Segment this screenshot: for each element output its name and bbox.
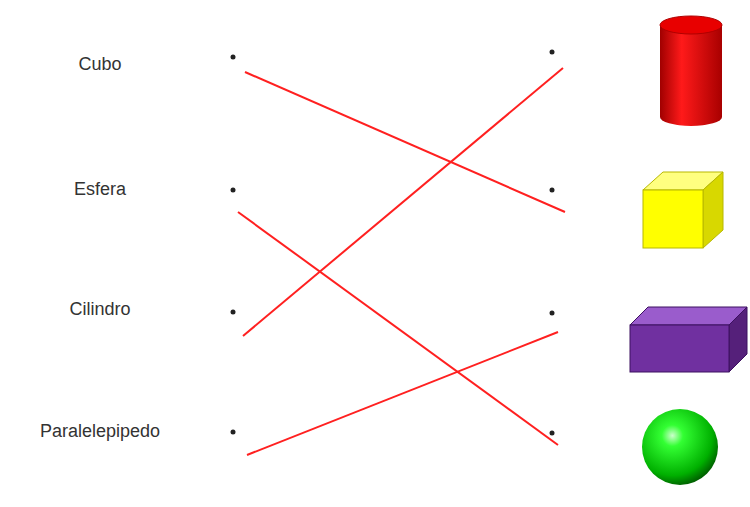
box-front [630,325,729,372]
match-lines [238,68,565,455]
match-line [238,212,558,445]
cylinder-body [660,25,722,126]
match-dot [550,188,555,193]
match-dot [550,431,555,436]
match-dot [231,188,236,193]
match-dot [231,310,236,315]
box-side [729,307,747,372]
match-line [243,68,563,336]
left-dots [231,55,236,435]
cube-figure [643,172,723,248]
cylinder-top [660,16,722,34]
match-line [245,72,565,212]
match-dot [550,311,555,316]
match-dot [231,430,236,435]
right-dots [550,50,555,436]
match-dot [550,50,555,55]
match-dot [231,55,236,60]
sphere-figure [642,409,718,485]
shape-name-label: Cubo [78,54,121,76]
match-line [247,332,558,455]
shape-name-label: Cilindro [69,299,130,321]
cylinder-figure [660,16,722,126]
shape-name-label: Esfera [74,179,126,201]
box-figure [630,307,747,372]
cube-side [703,172,723,248]
shape-name-label: Paralelepipedo [40,421,160,443]
box-top [630,307,747,325]
cube-front [643,190,703,248]
sphere-body [642,409,718,485]
